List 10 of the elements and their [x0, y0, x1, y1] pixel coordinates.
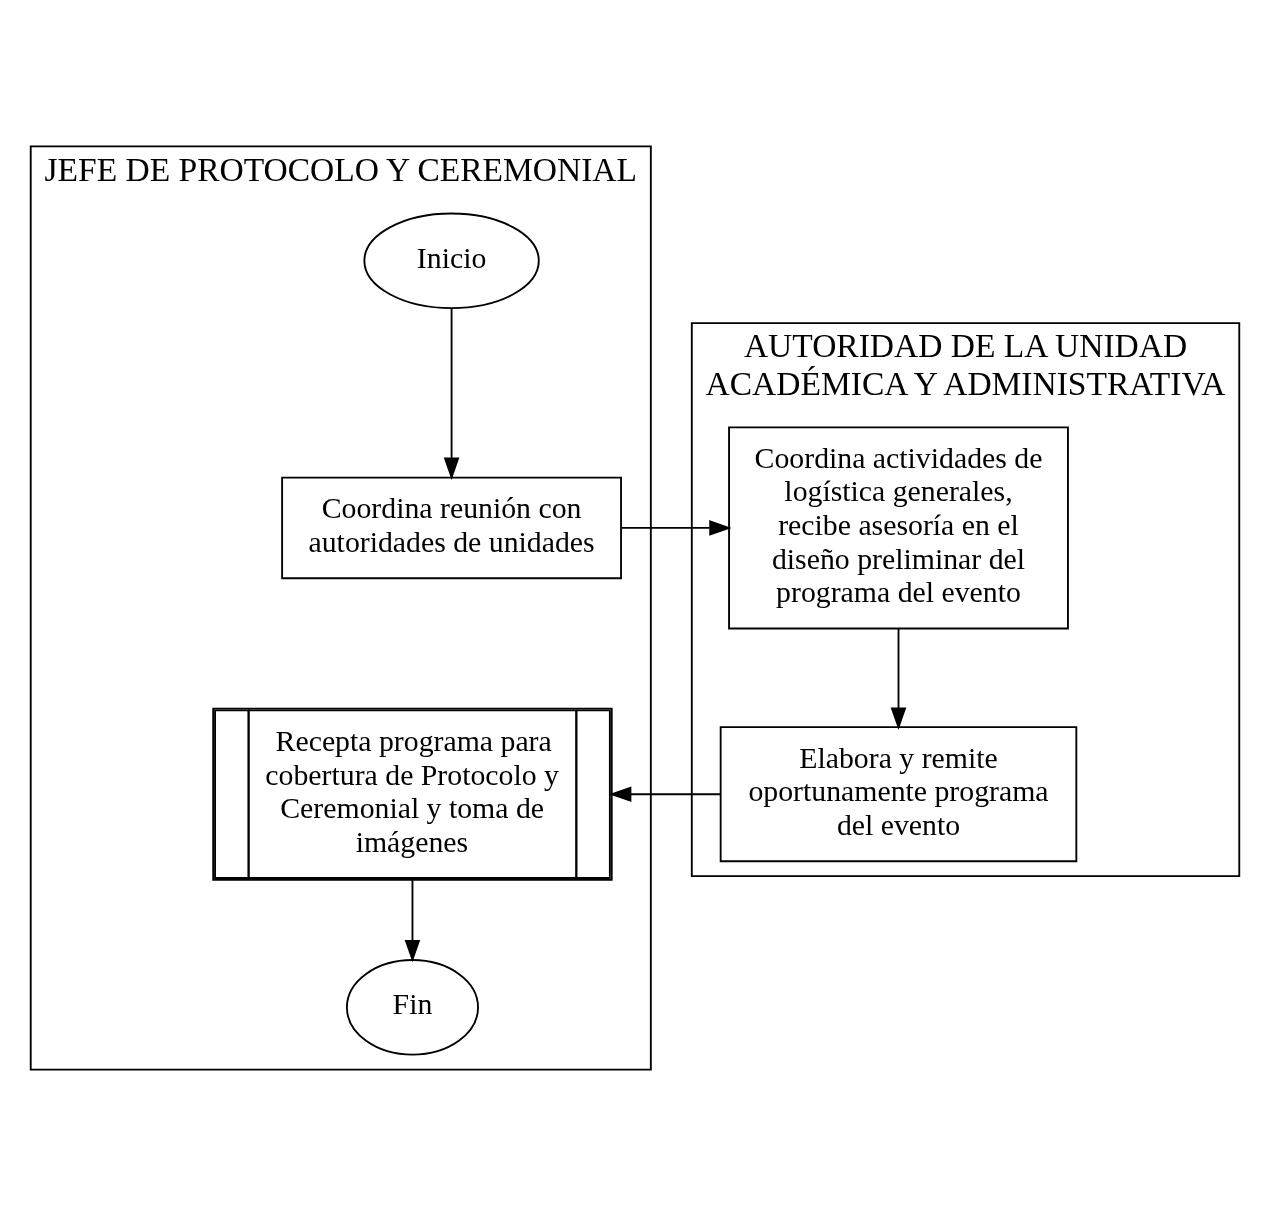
arrow — [620, 519, 732, 536]
arrow — [404, 878, 421, 962]
node-ellipse: Fin — [345, 958, 479, 1056]
arrow — [890, 627, 907, 730]
node-ellipse: Inicio — [363, 212, 540, 309]
node-box: Elabora y remite oportunamente programa del evento — [719, 725, 1078, 862]
arrow — [609, 785, 722, 802]
node-box: Coordina actividades de logística generales, recibe asesoría en el diseño preliminar del programa del evento — [728, 425, 1069, 629]
node-box: Coordina reunión con autoridades de unidades — [281, 476, 622, 579]
arrow — [443, 307, 460, 480]
